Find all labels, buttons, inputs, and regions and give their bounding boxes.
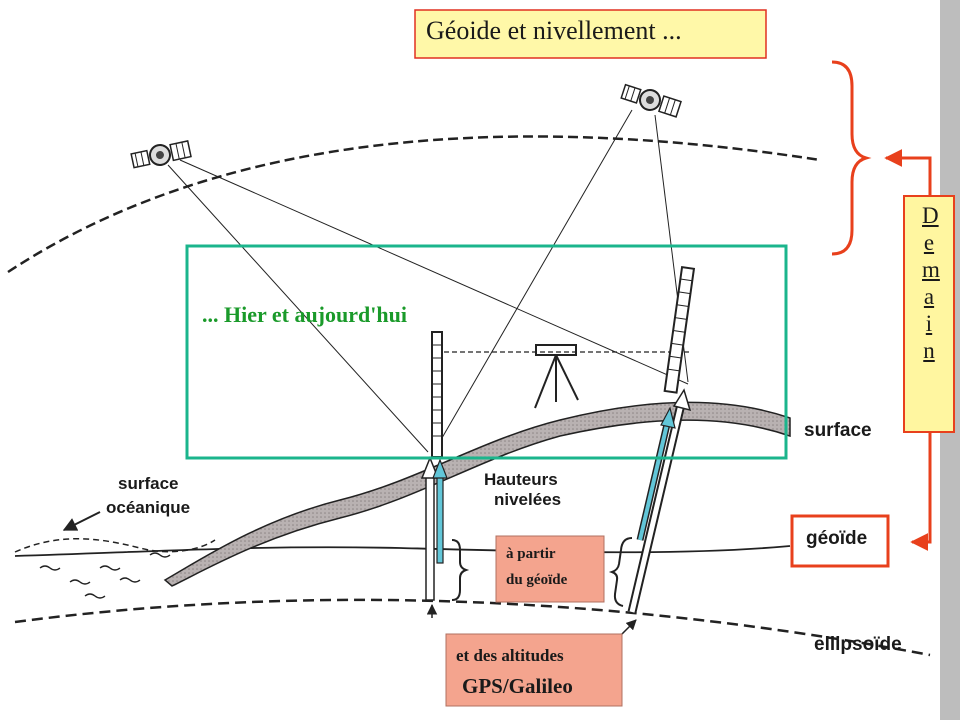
altitudes-line1: et des altitudes [456, 646, 564, 665]
ocean-arrow [62, 511, 101, 531]
geoide-label: géoïde [806, 528, 868, 549]
hauteurs-label-line2: nivelées [494, 490, 562, 509]
demain-vertical-label: Demain [904, 202, 954, 364]
a-partir-line2: du géoïde [506, 572, 568, 588]
levelling-instrument-icon [534, 344, 579, 409]
satellite-orbit [7, 135, 821, 274]
future-brace [831, 60, 872, 256]
height-arrows-right [608, 388, 692, 614]
demain-text: Demain [922, 203, 940, 363]
gps-signal-lines [167, 109, 689, 453]
altitudes-box [445, 633, 623, 707]
levelling-rod-right [663, 266, 696, 394]
demain-to-brace-arrow [884, 149, 932, 196]
ocean-surface-line [14, 538, 216, 553]
altitudes-line2: GPS/Galileo [462, 674, 573, 698]
ellipsoide-label: ellipsoïde [814, 634, 902, 655]
page-title: Géoide et nivellement ... [426, 16, 682, 45]
ellipsoid-line [14, 598, 931, 657]
terrain-surface [163, 401, 791, 587]
a-partir-line1: à partir [506, 546, 556, 562]
title-box [414, 9, 767, 59]
geoide-label-box [790, 514, 890, 568]
surface-oceanique-line2: océanique [106, 498, 191, 517]
ocean-waves [39, 552, 171, 599]
satellite-left-icon [130, 140, 192, 169]
surface-label: surface [804, 420, 872, 441]
demain-to-geoide-arrow [910, 432, 932, 551]
hauteurs-label-line1: Hauteurs [484, 470, 558, 489]
demain-box [903, 195, 955, 433]
hier-aujourdhui-caption: ... Hier et aujourd'hui [202, 302, 407, 327]
satellite-right-icon [620, 83, 682, 118]
levelling-rod-left [431, 331, 443, 458]
a-partir-box [495, 535, 605, 603]
height-arrows-left [420, 455, 470, 601]
hier-aujourdhui-frame [185, 244, 788, 460]
geoid-line [14, 545, 791, 557]
surface-oceanique-line1: surface [118, 474, 179, 493]
